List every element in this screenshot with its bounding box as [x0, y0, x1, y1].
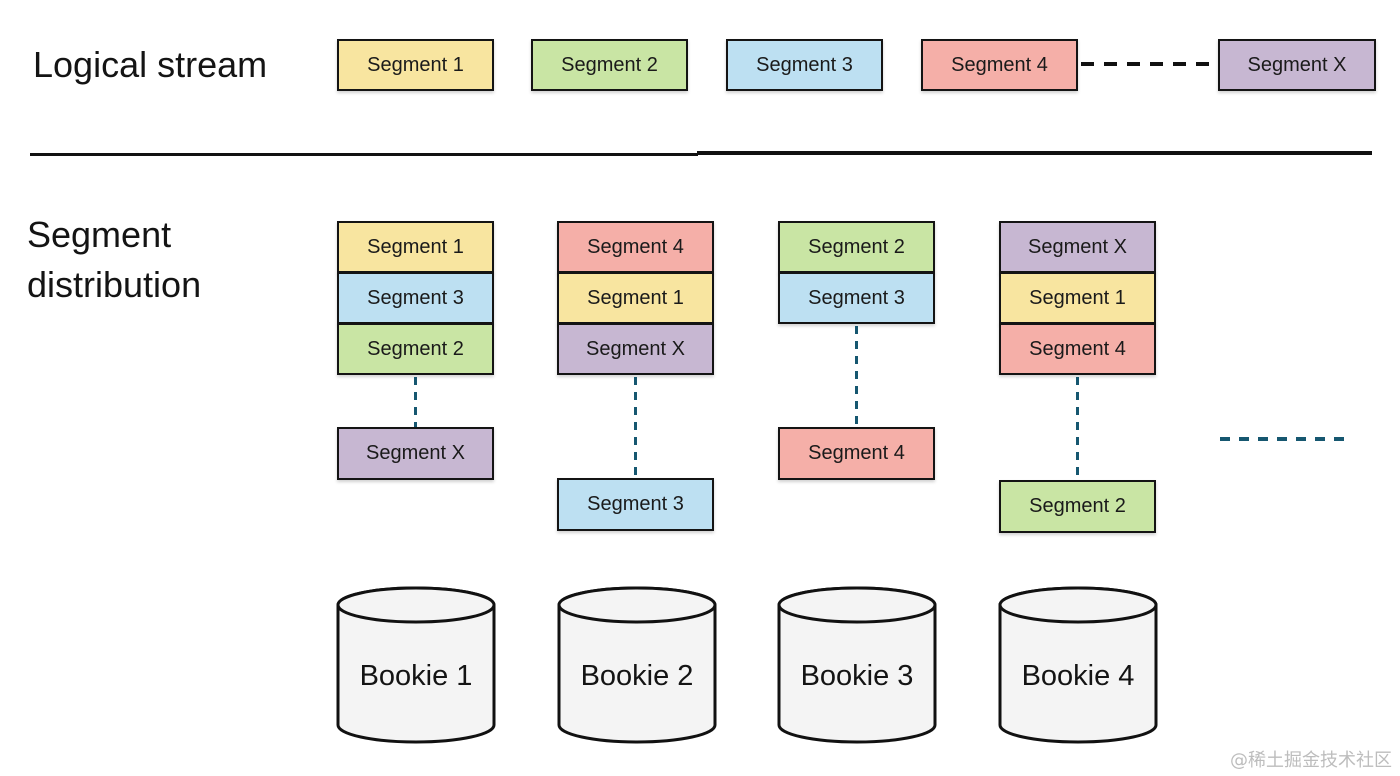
- bookie2-label: Bookie 2: [580, 660, 694, 692]
- bookie2-detached-segment-3: Segment 3: [557, 478, 714, 531]
- bookie1-stack-segment-1: Segment 1: [337, 221, 494, 273]
- section-divider-right: [697, 151, 1372, 155]
- bookie1-continuation-line: [414, 377, 417, 427]
- bookie1-detached-segment-x: Segment X: [337, 427, 494, 480]
- bookie1-stack-segment-2: Segment 2: [337, 323, 494, 375]
- bookie2-stack-segment-1: Segment 1: [557, 272, 714, 324]
- bookie1-stack-segment-3: Segment 3: [337, 272, 494, 324]
- bookie4-stack-segment-1: Segment 1: [999, 272, 1156, 324]
- bookie3-stack-segment-3: Segment 3: [778, 272, 935, 324]
- bookie2-stack-segment-x: Segment X: [557, 323, 714, 375]
- bookie2-database-icon: [556, 585, 718, 747]
- bookie4-stack-segment-x: Segment X: [999, 221, 1156, 273]
- bookie4-continuation-line: [1076, 377, 1079, 480]
- logical-segment-1: Segment 1: [337, 39, 494, 91]
- logical-stream-title: Logical stream: [33, 44, 268, 85]
- bookie3-continuation-line: [855, 326, 858, 427]
- bookie1-database-icon: [335, 585, 497, 747]
- logical-segment-4: Segment 4: [921, 39, 1078, 91]
- bookie4-detached-segment-2: Segment 2: [999, 480, 1156, 533]
- logical-segment-2: Segment 2: [531, 39, 688, 91]
- bookie3-label: Bookie 3: [800, 660, 914, 692]
- bookie4-label: Bookie 4: [1021, 660, 1135, 692]
- bookie4-stack-segment-4: Segment 4: [999, 323, 1156, 375]
- logical-segment-x: Segment X: [1218, 39, 1376, 91]
- bookie3-stack-segment-2: Segment 2: [778, 221, 935, 273]
- bookie3-database-icon: [776, 585, 938, 747]
- ellipsis-connector-line: [1081, 62, 1214, 66]
- watermark: @稀土掘金技术社区: [1230, 750, 1392, 771]
- bookie3-detached-segment-4: Segment 4: [778, 427, 935, 480]
- bookie4-database-icon: [997, 585, 1159, 747]
- segment-distribution-title: Segment distribution: [27, 214, 202, 305]
- bookie1-label: Bookie 1: [359, 660, 473, 692]
- more-bookies-ellipsis-line: [1220, 437, 1353, 441]
- bookie2-continuation-line: [634, 377, 637, 478]
- logical-segment-3: Segment 3: [726, 39, 883, 91]
- section-divider-left: [30, 153, 698, 156]
- bookie2-stack-segment-4: Segment 4: [557, 221, 714, 273]
